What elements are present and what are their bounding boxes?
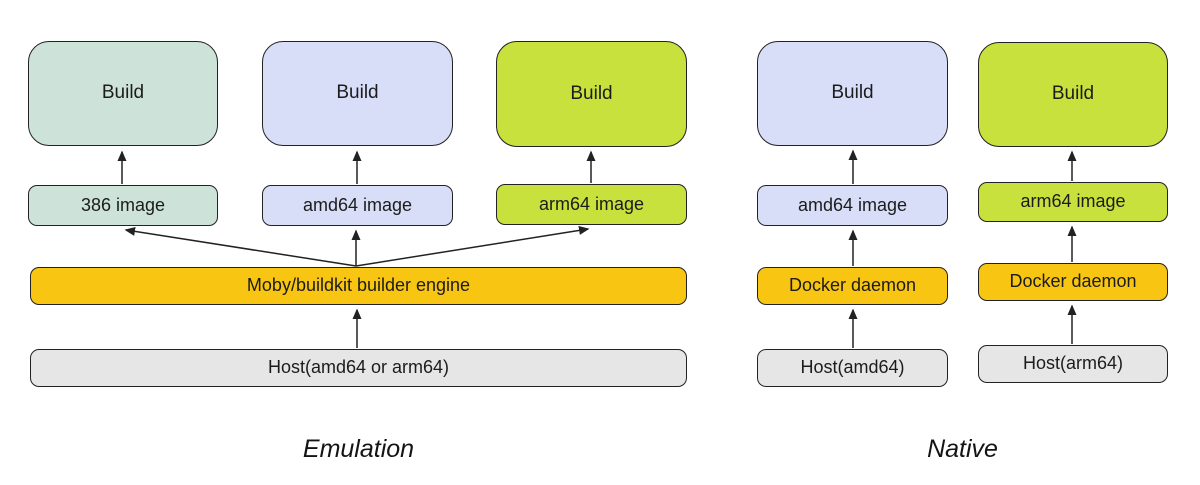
image-amd64-box: amd64 image — [757, 185, 948, 226]
image-arm64-box: arm64 image — [978, 182, 1168, 222]
emulation-caption: Emulation — [302, 435, 415, 463]
build-box: Build — [496, 41, 687, 147]
build-box: Build — [757, 41, 948, 146]
arrow — [124, 226, 357, 267]
docker-daemon-box: Docker daemon — [757, 267, 948, 305]
image-amd64-box: amd64 image — [262, 185, 453, 226]
image-arm64-box: arm64 image — [496, 184, 687, 225]
build-box: Build — [28, 41, 218, 146]
host-amd64-box: Host(amd64) — [757, 349, 948, 387]
arrow — [355, 225, 590, 267]
build-box: Build — [262, 41, 453, 146]
image-386-box: 386 image — [28, 185, 218, 226]
host-box: Host(amd64 or arm64) — [30, 349, 687, 387]
native-caption: Native — [927, 435, 998, 463]
host-arm64-box: Host(arm64) — [978, 345, 1168, 383]
builder-engine-box: Moby/buildkit builder engine — [30, 267, 687, 305]
docker-daemon-box: Docker daemon — [978, 263, 1168, 301]
build-box: Build — [978, 42, 1168, 147]
